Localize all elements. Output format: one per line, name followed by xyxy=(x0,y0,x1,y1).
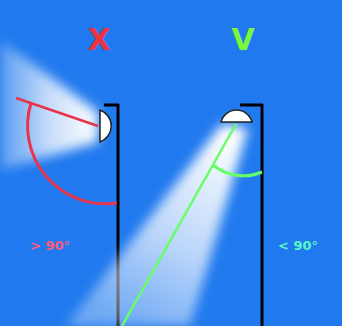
check-mark: V xyxy=(231,25,254,55)
light-beam xyxy=(66,124,248,326)
angle-line xyxy=(122,124,236,326)
lamp-head xyxy=(221,110,252,122)
angle-label: > 90° xyxy=(30,239,70,252)
lamp-head xyxy=(100,110,111,142)
angle-label: < 90° xyxy=(278,239,318,252)
angle-arc xyxy=(213,165,262,176)
lamp-arm xyxy=(104,104,119,107)
lamp-pole xyxy=(261,104,264,326)
lamp-arm xyxy=(240,104,263,107)
light-beam xyxy=(0,40,98,170)
cross-mark: X xyxy=(87,25,110,55)
angle-arc xyxy=(28,103,117,204)
